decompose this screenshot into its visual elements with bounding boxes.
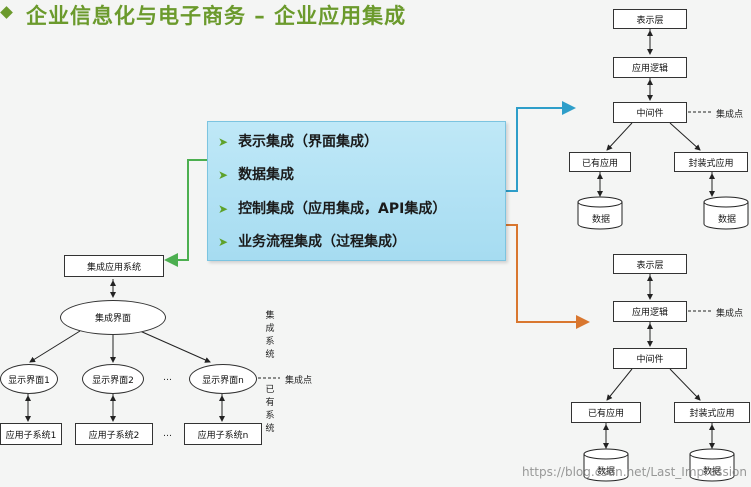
- subsystem-node: 应用子系统2: [75, 423, 153, 445]
- integration-point-label: 集成点: [716, 110, 744, 120]
- bullet-arrow-icon: ➤: [218, 135, 229, 149]
- ellipsis-label: …: [163, 429, 172, 439]
- integration-system-label: 集成系统: [265, 311, 275, 360]
- wrapped-app-node: 封装式应用: [674, 152, 748, 172]
- integration-point-label: 集成点: [716, 309, 744, 319]
- watermark-text: https://blog.csdn.net/Last_Impression: [521, 465, 747, 479]
- database-icon: [703, 196, 749, 230]
- integrated-app-system-node: 集成应用系统: [64, 255, 164, 277]
- existing-system-label: 已有系统: [265, 385, 275, 434]
- display-interface-node: 显示界面1: [0, 364, 58, 394]
- display-interface-node: 显示界面2: [82, 364, 144, 394]
- ellipsis-label: …: [163, 373, 172, 383]
- display-interface-node: 显示界面n: [189, 364, 257, 394]
- integration-types-box: ➤表示集成（界面集成） ➤数据集成 ➤控制集成（应用集成，API集成） ➤业务流…: [207, 121, 506, 261]
- data-label: 数据: [597, 467, 616, 477]
- app-logic-node: 应用逻辑: [613, 301, 687, 322]
- subsystem-node: 应用子系统1: [0, 423, 62, 445]
- wrapped-app-node: 封装式应用: [674, 402, 750, 423]
- middleware-node: 中间件: [613, 348, 687, 369]
- list-item: ➤业务流程集成（过程集成）: [218, 234, 407, 250]
- database-icon: [689, 448, 735, 482]
- existing-app-node: 已有应用: [569, 152, 631, 172]
- middleware-node: 中间件: [613, 102, 687, 123]
- existing-app-node: 已有应用: [571, 402, 641, 423]
- presentation-layer-node: 表示层: [613, 254, 687, 274]
- bullet-arrow-icon: ➤: [218, 202, 229, 216]
- page-title: 企业信息化与电子商务 – 企业应用集成: [26, 4, 407, 28]
- data-label: 数据: [592, 215, 611, 225]
- list-item: ➤数据集成: [218, 167, 295, 183]
- integration-interface-node: 集成界面: [60, 300, 166, 335]
- app-logic-node: 应用逻辑: [613, 57, 687, 78]
- bullet-arrow-icon: ➤: [218, 235, 229, 249]
- data-label: 数据: [718, 215, 737, 225]
- integration-point-label: 集成点: [285, 376, 313, 386]
- database-icon: [577, 196, 623, 230]
- database-icon: [583, 448, 629, 482]
- bullet-arrow-icon: ➤: [218, 168, 229, 182]
- list-item: ➤控制集成（应用集成，API集成）: [218, 201, 447, 217]
- presentation-layer-node: 表示层: [613, 9, 687, 29]
- subsystem-node: 应用子系统n: [184, 423, 262, 445]
- data-label: 数据: [703, 467, 722, 477]
- list-item: ➤表示集成（界面集成）: [218, 134, 379, 150]
